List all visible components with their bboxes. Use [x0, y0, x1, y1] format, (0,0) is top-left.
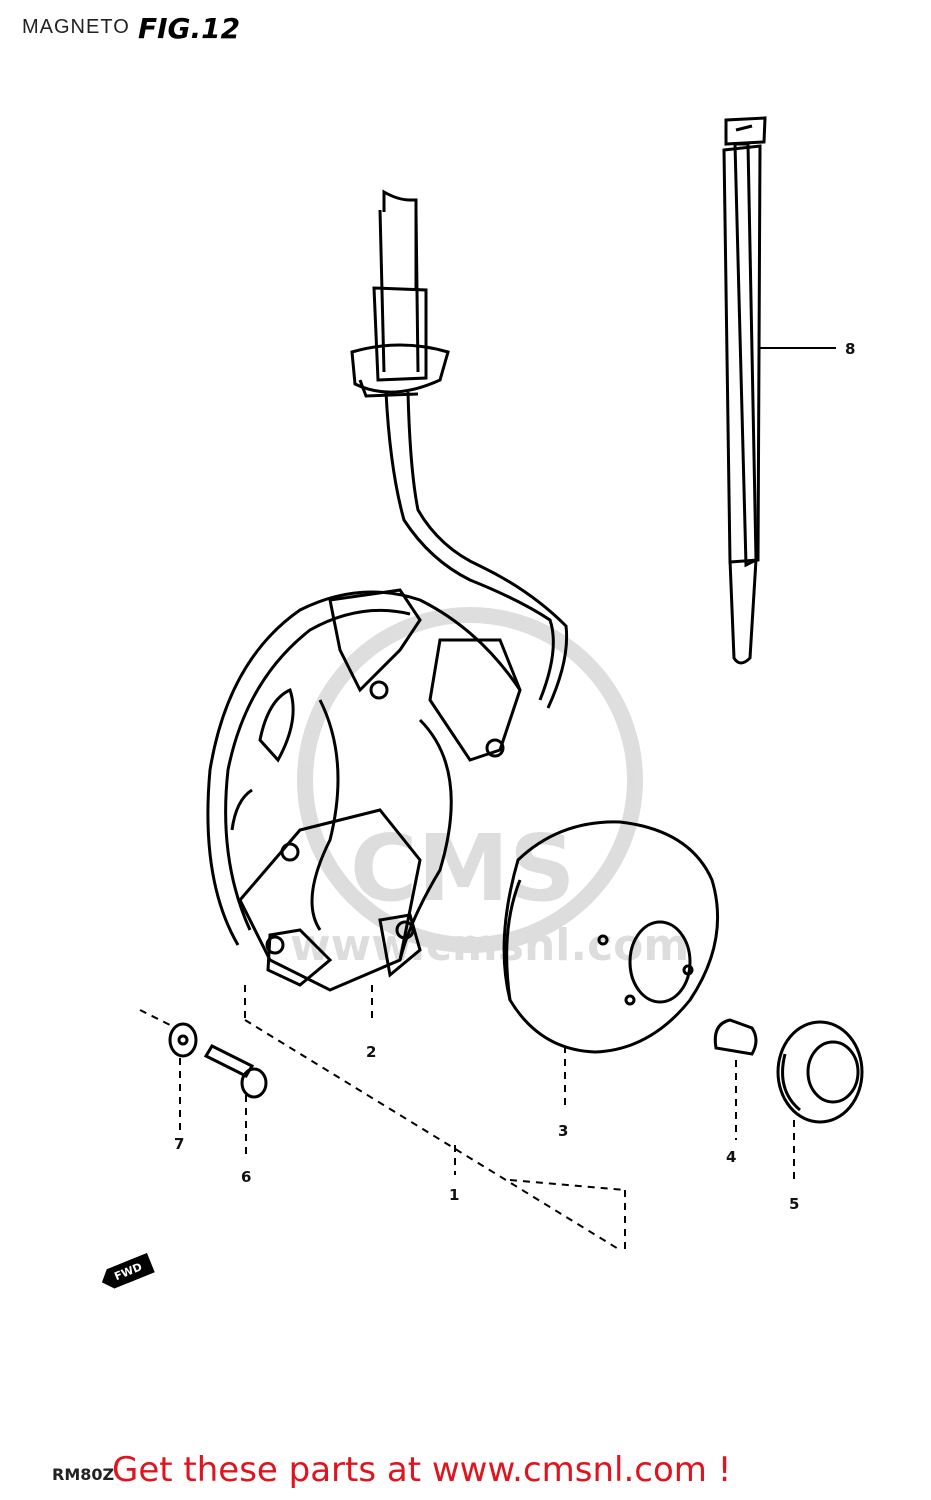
rotor-part: [502, 820, 720, 1054]
nut-part: [776, 1020, 864, 1124]
callout-5: 5: [789, 1195, 800, 1213]
callout-8: 8: [845, 340, 856, 358]
key-part: [713, 1018, 758, 1056]
figure-number: FIG.12: [138, 12, 241, 45]
callout-1: 1: [449, 1186, 460, 1204]
stator-plate-part: [206, 588, 522, 992]
screw-part: [203, 1044, 268, 1099]
watermark-logo: CMS www.cmsnl.com: [290, 607, 689, 971]
svg-text:www.cmsnl.com: www.cmsnl.com: [290, 920, 689, 971]
model-code: RM80Z: [52, 1465, 115, 1484]
footer-link[interactable]: Get these parts at www.cmsnl.com !: [112, 1450, 732, 1490]
callout-4: 4: [726, 1148, 737, 1166]
wire-harness: [350, 189, 569, 709]
callout-2: 2: [366, 1043, 377, 1061]
callout-3: 3: [558, 1122, 569, 1140]
callout-7: 7: [174, 1135, 185, 1153]
leader-lines: [139, 985, 795, 1251]
svg-text:CMS: CMS: [350, 815, 575, 922]
clamp-strap-part: [722, 116, 836, 665]
page-title: MAGNETO: [22, 16, 130, 38]
washer-part: [168, 1022, 198, 1058]
callout-6: 6: [241, 1168, 252, 1186]
